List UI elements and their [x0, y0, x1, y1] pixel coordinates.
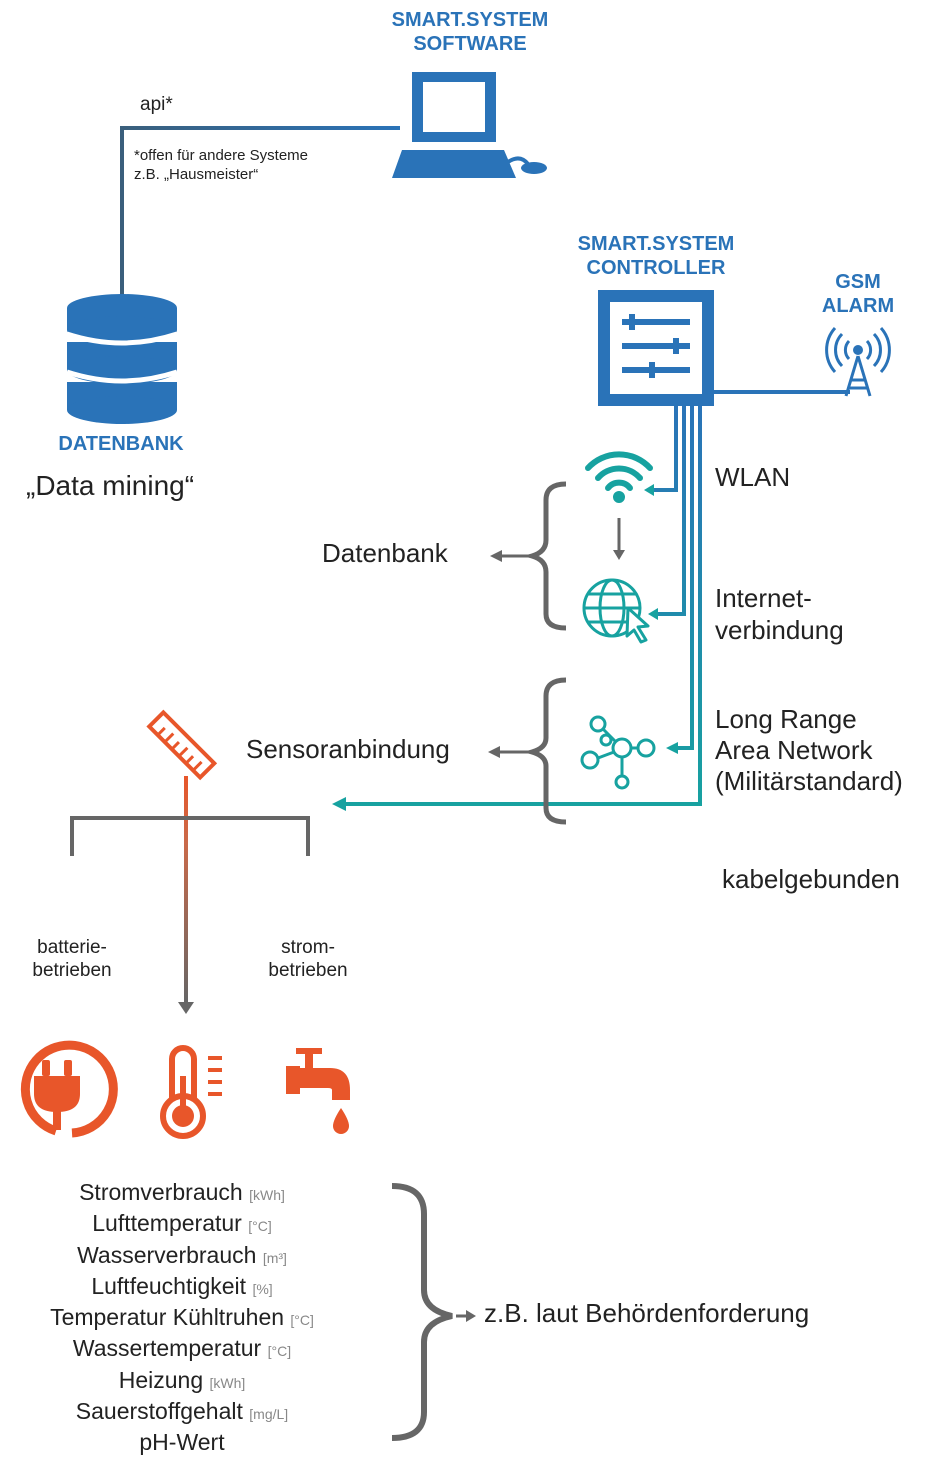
- wifi-icon: [585, 451, 653, 503]
- network-icon: [580, 715, 656, 790]
- lora-label: Long Range Area Network (Militärstandard…: [715, 704, 903, 796]
- wlan-line: [652, 406, 678, 492]
- thermometer-icon: [160, 1045, 222, 1139]
- requirements-brace: [391, 1183, 453, 1441]
- globe-cursor-icon: [582, 578, 650, 644]
- computer-icon: [392, 72, 547, 178]
- datenbank-arrowhead: [490, 550, 502, 562]
- measurement-item: Luftfeuchtigkeit [%]: [91, 1272, 273, 1299]
- sensor-brace: [522, 677, 567, 825]
- power-branch-bracket: [70, 816, 310, 856]
- measurement-item: Lufttemperatur [°C]: [92, 1210, 272, 1237]
- sensor-group-label: Sensoranbindung: [246, 734, 450, 764]
- requirements-arrowhead: [466, 1310, 476, 1322]
- api-connection-line: [120, 126, 400, 295]
- controller-icon: [598, 290, 714, 406]
- datenbank-brace: [522, 481, 567, 631]
- cable-label: kabelgebunden: [722, 864, 900, 894]
- ruler-icon: [146, 709, 218, 781]
- datenbank-group-label: Datenbank: [322, 538, 448, 568]
- antenna-icon: [825, 327, 891, 397]
- measurement-item: Sauerstoffgehalt [mg/L]: [75, 1398, 289, 1425]
- controller-title: SMART.SYSTEM CONTROLLER: [577, 233, 735, 279]
- internet-arrowhead: [648, 608, 658, 620]
- sensor-line: [184, 776, 188, 1002]
- sensor-arrowhead: [178, 1002, 194, 1014]
- internet-line: [656, 406, 686, 616]
- gsm-title: GSM ALARM: [821, 271, 895, 317]
- mains-label: strom- betrieben: [268, 937, 348, 981]
- battery-label: batterie- betrieben: [32, 937, 112, 981]
- faucet-icon: [286, 1048, 350, 1134]
- measurement-item: Heizung [kWh]: [118, 1366, 246, 1393]
- database-icon: [66, 294, 178, 424]
- measurement-item: Wasserverbrauch [m³]: [77, 1241, 287, 1268]
- measurement-item: pH-Wert: [139, 1429, 225, 1456]
- wlan-label: WLAN: [715, 462, 791, 492]
- lora-arrowhead: [666, 742, 678, 754]
- measurement-item: Stromverbrauch [kWh]: [79, 1179, 285, 1205]
- internet-label: Internet- verbindung: [715, 583, 844, 645]
- measurement-item: Wassertemperatur [°C]: [72, 1335, 292, 1362]
- cable-arrowhead: [332, 797, 346, 811]
- sensor-arrowhead: [488, 746, 500, 758]
- database-caption: „Data mining“: [26, 470, 195, 501]
- api-label: api*: [140, 94, 173, 115]
- database-label: DATENBANK: [58, 433, 184, 455]
- cable-line: [344, 406, 702, 806]
- measurement-item: Temperatur Kühltruhen [°C]: [50, 1304, 314, 1331]
- requirement-label: z.B. laut Behördenforderung: [484, 1298, 810, 1328]
- software-title: SMART.SYSTEM SOFTWARE: [391, 9, 549, 55]
- api-note: *offen für andere Systeme z.B. „Hausmeis…: [134, 147, 308, 183]
- measurement-list: Stromverbrauch [kWh] Lufttemperatur [°C]…: [0, 1178, 364, 1460]
- lora-line: [676, 406, 694, 750]
- wlan-arrowhead: [644, 484, 654, 496]
- plug-icon: [20, 1040, 118, 1138]
